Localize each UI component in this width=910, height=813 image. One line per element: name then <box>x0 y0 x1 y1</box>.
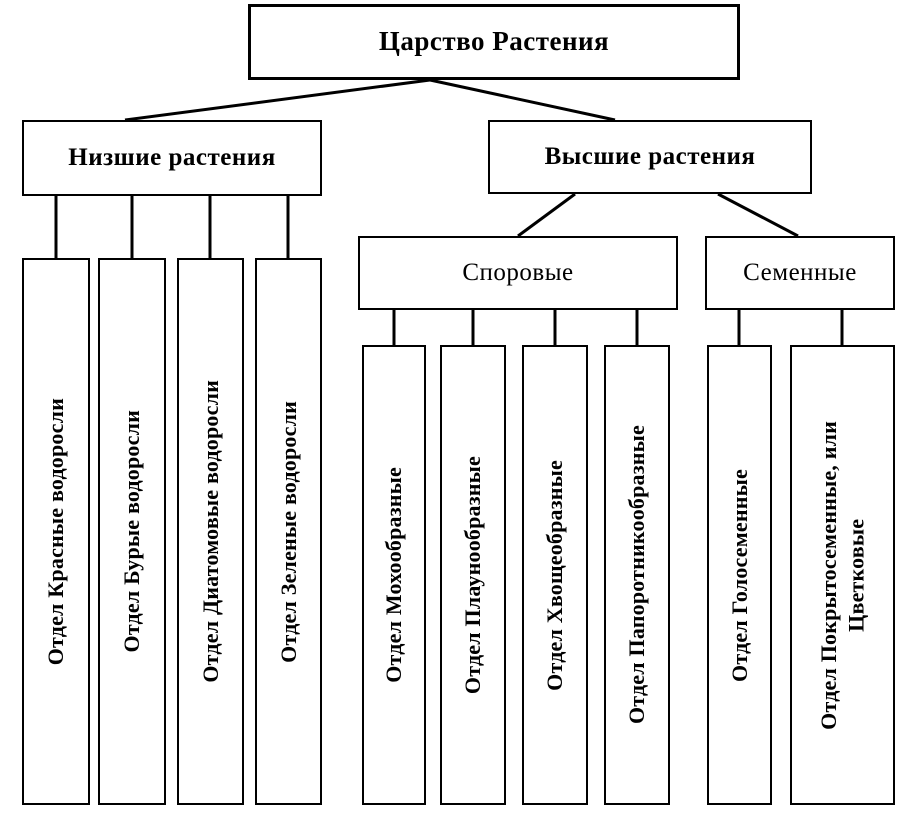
node-division-angiosperms-label: Отдел Покрытосеменные, или Цветковые <box>816 420 869 730</box>
node-spore-plants-label: Споровые <box>462 258 574 286</box>
node-division-brown-algae[interactable]: Отдел Бурые водоросли <box>98 258 166 805</box>
node-division-green-algae-label: Отдел Зеленые водоросли <box>275 400 301 663</box>
node-division-ferns[interactable]: Отдел Папоротникообразные <box>604 345 670 805</box>
node-higher-plants[interactable]: Высшие растения <box>488 120 812 194</box>
node-division-horsetails[interactable]: Отдел Хвощеобразные <box>522 345 588 805</box>
node-division-diatom-algae[interactable]: Отдел Диатомовые водоросли <box>177 258 244 805</box>
node-division-brown-algae-label: Отдел Бурые водоросли <box>119 410 145 653</box>
node-seed-plants[interactable]: Семенные <box>705 236 895 310</box>
node-division-angiosperms[interactable]: Отдел Покрытосеменные, или Цветковые <box>790 345 895 805</box>
node-division-gymnosperms[interactable]: Отдел Голосеменные <box>707 345 772 805</box>
node-division-lycophytes-label: Отдел Плаунообразные <box>460 455 486 695</box>
node-division-diatom-algae-label: Отдел Диатомовые водоросли <box>197 380 223 683</box>
node-lower-plants-label: Низшие растения <box>68 143 276 171</box>
node-lower-plants[interactable]: Низшие растения <box>22 120 322 196</box>
node-seed-plants-label: Семенные <box>743 258 857 286</box>
node-kingdom-plants-label: Царство Растения <box>378 26 610 57</box>
node-spore-plants[interactable]: Споровые <box>358 236 678 310</box>
node-division-horsetails-label: Отдел Хвощеобразные <box>542 459 568 691</box>
node-division-green-algae[interactable]: Отдел Зеленые водоросли <box>255 258 322 805</box>
node-division-bryophytes[interactable]: Отдел Мохообразные <box>362 345 426 805</box>
node-higher-plants-label: Высшие растения <box>544 142 756 170</box>
node-division-gymnosperms-label: Отдел Голосеменные <box>726 468 752 682</box>
node-division-bryophytes-label: Отдел Мохообразные <box>381 467 407 683</box>
node-division-lycophytes[interactable]: Отдел Плаунообразные <box>440 345 506 805</box>
node-division-red-algae-label: Отдел Красные водоросли <box>43 397 69 666</box>
node-division-red-algae[interactable]: Отдел Красные водоросли <box>22 258 90 805</box>
node-division-ferns-label: Отдел Папоротникообразные <box>624 425 650 725</box>
node-kingdom-plants[interactable]: Царство Растения <box>248 4 740 80</box>
